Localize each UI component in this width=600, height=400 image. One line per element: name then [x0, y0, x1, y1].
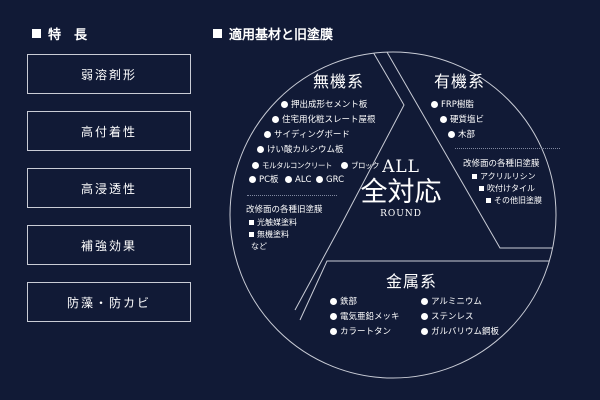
list-item: PC板 [249, 174, 279, 187]
list-item: ALC [285, 174, 312, 187]
feature-box: 補強効果 [27, 225, 191, 265]
bullet-icon [421, 297, 428, 305]
list-item: ステンレス [421, 311, 474, 324]
list-item: 硬質塩ビ [440, 114, 484, 127]
bullet-icon [421, 312, 428, 320]
bullet-icon [330, 327, 337, 335]
list-item: モルタルコンクリート [252, 159, 332, 172]
old-coating-heading: 改修面の各種旧塗膜 [463, 159, 540, 169]
list-item: GRC [316, 174, 344, 187]
feature-box: 高付着性 [27, 111, 191, 151]
bullet-icon [316, 175, 323, 183]
list-item: 鉄部 [330, 296, 357, 309]
square-bullet-icon [486, 198, 491, 203]
center-bottom-text: ROUND [380, 209, 422, 219]
metal-title: 金属系 [386, 272, 438, 291]
square-bullet-icon [472, 174, 477, 179]
outer-circle [229, 51, 557, 379]
list-item: ブロック [341, 159, 380, 172]
list-item: 木部 [448, 129, 475, 142]
divider [247, 195, 337, 196]
list-item: 押出成形セメント板 [281, 99, 367, 112]
square-bullet-icon [249, 220, 254, 225]
bullet-icon [252, 161, 259, 169]
list-item: 吹付けタイル [479, 183, 535, 194]
bullet-icon [341, 161, 348, 169]
center-top-text: ALL [382, 157, 420, 177]
bullet-icon [421, 327, 428, 335]
bullet-icon [431, 100, 438, 108]
center-label: ALL 全対応 ROUND [358, 157, 444, 219]
square-bullet-icon [32, 29, 41, 38]
metal-boundary [299, 260, 556, 321]
old-coating-heading: 改修面の各種旧塗膜 [246, 205, 323, 215]
list-item: 無機塗料 [249, 229, 289, 240]
feature-box: 防藻・防カビ [27, 282, 191, 322]
list-item: 住宅用化粧スレート屋根 [272, 114, 376, 127]
list-item: 光触媒塗料 [249, 217, 297, 228]
bullet-icon [249, 175, 256, 183]
organic-boundary [379, 52, 556, 249]
square-bullet-icon [213, 29, 222, 38]
bullet-icon [330, 297, 337, 305]
bullet-icon [330, 312, 337, 320]
features-heading: 特 長 [32, 24, 87, 43]
features-heading-text: 特 長 [48, 28, 88, 43]
list-item: アクリルリシン [472, 171, 536, 182]
etc-text: など [251, 242, 267, 251]
bullet-icon [440, 115, 447, 123]
list-item: ガルバリウム鋼板 [421, 326, 499, 339]
bullet-icon [281, 100, 288, 108]
list-item: アルミニウム [421, 296, 482, 309]
bullet-icon [272, 115, 279, 123]
organic-title: 有機系 [434, 72, 486, 91]
list-item: けい酸カルシウム板 [257, 144, 344, 157]
center-main-text: 全対応 [360, 177, 442, 208]
bullet-icon [448, 130, 455, 138]
list-item: 電気亜鉛メッキ [330, 311, 400, 324]
divider [455, 148, 560, 149]
feature-box: 高浸透性 [27, 168, 191, 208]
inorganic-boundary [294, 52, 405, 311]
substrates-heading-text: 適用基材と旧塗膜 [229, 28, 334, 43]
square-bullet-icon [249, 232, 254, 237]
list-item: その他旧塗膜 [486, 195, 542, 206]
list-item: カラートタン [330, 326, 391, 339]
feature-box: 弱溶剤形 [27, 54, 191, 94]
substrates-heading: 適用基材と旧塗膜 [213, 24, 333, 43]
bullet-icon [257, 145, 264, 153]
square-bullet-icon [479, 186, 484, 191]
inorganic-title: 無機系 [313, 72, 365, 91]
list-item: サイディングボード [264, 129, 350, 142]
bullet-icon [285, 175, 292, 183]
list-item: FRP樹脂 [431, 99, 474, 112]
bullet-icon [264, 130, 271, 138]
